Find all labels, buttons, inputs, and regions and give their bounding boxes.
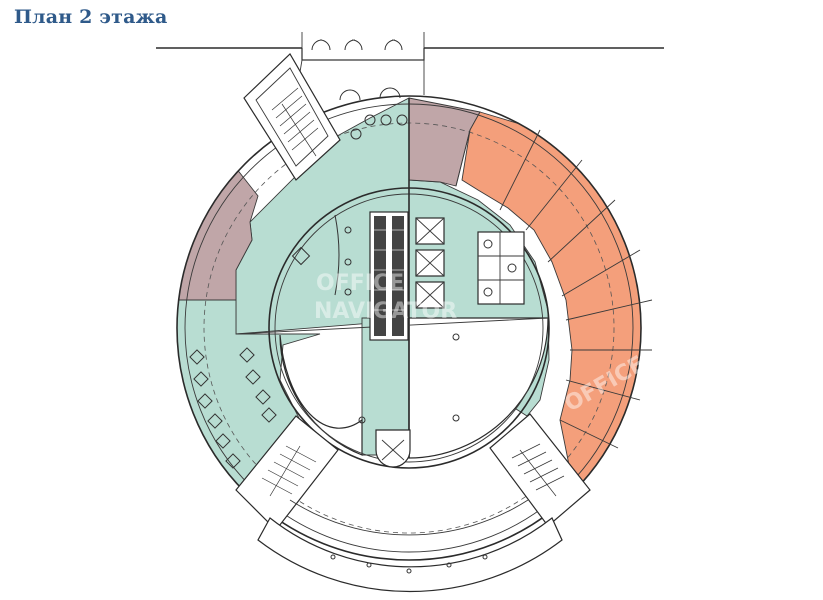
- stair-tower-southeast: [489, 413, 591, 527]
- south-terrace: [257, 499, 563, 593]
- watermark-line-1: OFFICE: [316, 271, 404, 296]
- furniture: [189, 114, 460, 469]
- lift-shafts: [415, 217, 445, 309]
- stair-tower-northwest: [243, 53, 341, 181]
- watermark-line-2: NAVIGATOR: [314, 299, 457, 324]
- stair-tower-southwest: [235, 415, 339, 531]
- north-entrance: [295, 39, 425, 101]
- site-boundary: [156, 32, 664, 49]
- page-title: План 2 этажа: [14, 6, 168, 28]
- revolving-door: [375, 429, 411, 468]
- service-core: [477, 231, 525, 305]
- office-partitions: [455, 129, 653, 449]
- atrium-crescent: [279, 334, 363, 456]
- escalators: [369, 211, 409, 341]
- inner-court-quadrant: [408, 317, 549, 459]
